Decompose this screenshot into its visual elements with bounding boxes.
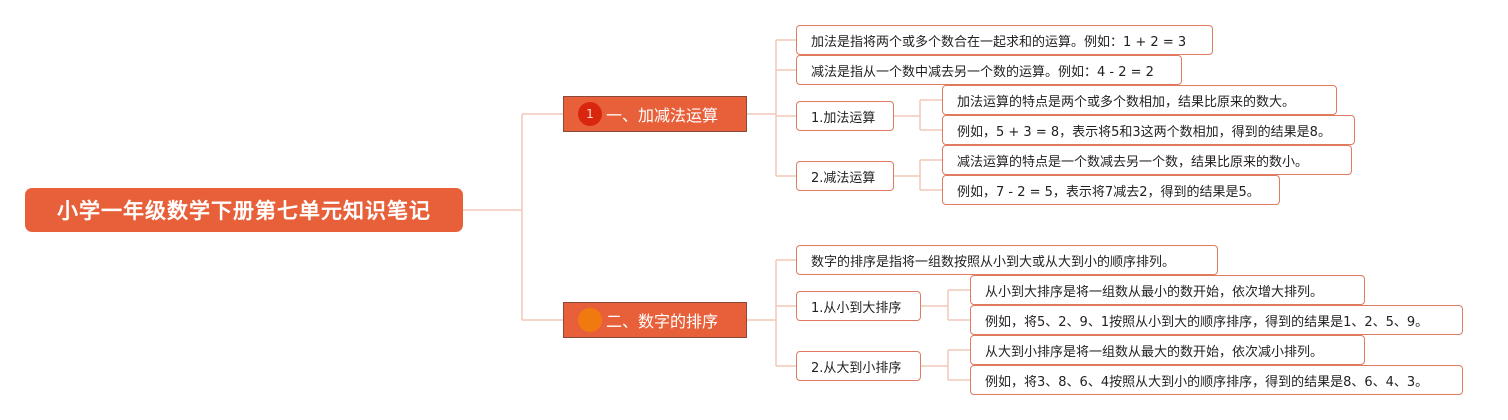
subtopic-1-4[interactable]: 2.减法运算 (796, 161, 894, 191)
detail-1-4-1-label: 减法运算的特点是一个数减去另一个数，结果比原来的数小。 (957, 154, 1309, 170)
detail-1-4-1[interactable]: 减法运算的特点是一个数减去另一个数，结果比原来的数小。 (942, 145, 1352, 175)
subtopic-2-1-label: 数字的排序是指将一组数按照从小到大或从大到小的顺序排列。 (811, 254, 1176, 270)
detail-2-3-2[interactable]: 例如，将3、8、6、4按照从大到小的顺序排序，得到的结果是8、6、4、3。 (970, 365, 1463, 395)
detail-2-3-1-label: 从大到小排序是将一组数从最大的数开始，依次减小排列。 (985, 344, 1324, 360)
subtopic-2-3-label: 2.从大到小排序 (811, 360, 902, 376)
detail-2-3-2-label: 例如，将3、8、6、4按照从大到小的顺序排序，得到的结果是8、6、4、3。 (985, 374, 1429, 390)
detail-1-4-2-label: 例如，7 - 2 = 5，表示将7减去2，得到的结果是5。 (957, 184, 1260, 200)
priority-1-icon: 1 (578, 102, 602, 126)
detail-2-2-2-label: 例如，将5、2、9、1按照从小到大的顺序排序，得到的结果是1、2、5、9。 (985, 314, 1429, 330)
branch-topic-1-label: 一、加减法运算 (606, 106, 719, 125)
subtopic-1-2[interactable]: 减法是指从一个数中减去另一个数的运算。例如：4 - 2 = 2 (796, 55, 1182, 85)
detail-2-3-1[interactable]: 从大到小排序是将一组数从最大的数开始，依次减小排列。 (970, 335, 1365, 365)
subtopic-1-3-label: 1.加法运算 (811, 110, 876, 126)
detail-1-3-1-label: 加法运算的特点是两个或多个数相加，结果比原来的数大。 (957, 94, 1296, 110)
detail-2-2-1-label: 从小到大排序是将一组数从最小的数开始，依次增大排列。 (985, 284, 1324, 300)
subtopic-1-4-label: 2.减法运算 (811, 170, 876, 186)
subtopic-2-1[interactable]: 数字的排序是指将一组数按照从小到大或从大到小的顺序排列。 (796, 245, 1218, 275)
subtopic-2-3[interactable]: 2.从大到小排序 (796, 351, 921, 381)
detail-1-4-2[interactable]: 例如，7 - 2 = 5，表示将7减去2，得到的结果是5。 (942, 175, 1280, 205)
priority-2-icon (578, 308, 602, 332)
root-topic-label: 小学一年级数学下册第七单元知识笔记 (57, 199, 431, 223)
detail-1-3-1[interactable]: 加法运算的特点是两个或多个数相加，结果比原来的数大。 (942, 85, 1337, 115)
subtopic-1-2-label: 减法是指从一个数中减去另一个数的运算。例如：4 - 2 = 2 (811, 64, 1154, 80)
detail-1-3-2[interactable]: 例如，5 + 3 = 8，表示将5和3这两个数相加，得到的结果是8。 (942, 115, 1355, 145)
subtopic-2-2-label: 1.从小到大排序 (811, 300, 902, 316)
detail-1-3-2-label: 例如，5 + 3 = 8，表示将5和3这两个数相加，得到的结果是8。 (957, 124, 1331, 140)
subtopic-2-2[interactable]: 1.从小到大排序 (796, 291, 921, 321)
detail-2-2-2[interactable]: 例如，将5、2、9、1按照从小到大的顺序排序，得到的结果是1、2、5、9。 (970, 305, 1463, 335)
detail-2-2-1[interactable]: 从小到大排序是将一组数从最小的数开始，依次增大排列。 (970, 275, 1365, 305)
subtopic-1-1-label: 加法是指将两个或多个数合在一起求和的运算。例如：1 + 2 = 3 (811, 34, 1187, 50)
subtopic-1-3[interactable]: 1.加法运算 (796, 101, 894, 131)
subtopic-1-1[interactable]: 加法是指将两个或多个数合在一起求和的运算。例如：1 + 2 = 3 (796, 25, 1213, 55)
branch-topic-1[interactable]: 1 一、加减法运算 (563, 96, 747, 132)
branch-topic-2-label: 二、数字的排序 (606, 312, 719, 331)
branch-topic-2[interactable]: 二、数字的排序 (563, 302, 747, 338)
root-topic[interactable]: 小学一年级数学下册第七单元知识笔记 (25, 188, 463, 232)
